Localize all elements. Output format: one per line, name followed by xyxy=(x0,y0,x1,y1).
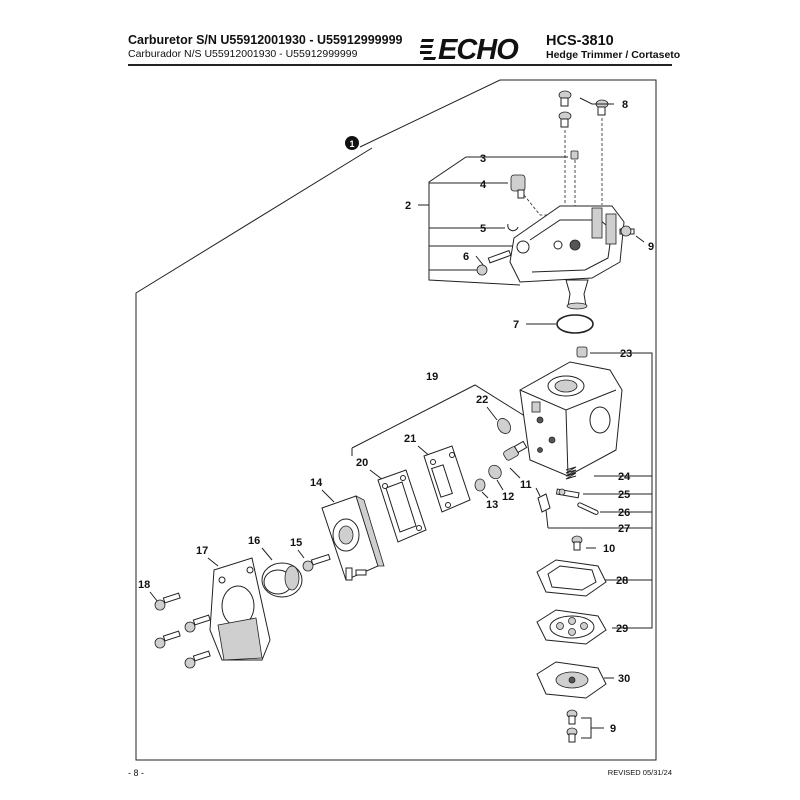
product-name: Hedge Trimmer / Cortaseto xyxy=(546,49,681,61)
header-left: Carburetor S/N U55912001930 - U559129999… xyxy=(128,33,402,61)
part-22-seal xyxy=(497,418,511,434)
part-30-cover xyxy=(536,661,607,699)
callout-14: 14 xyxy=(310,477,323,489)
leader-9-top xyxy=(635,235,645,243)
callout-18: 18 xyxy=(138,579,150,591)
part-9-top-screw xyxy=(619,225,635,237)
part-21-gasket xyxy=(423,445,471,513)
leader-11 xyxy=(509,467,521,479)
part-11-needle-valve xyxy=(503,440,528,461)
callout-2: 2 xyxy=(405,200,411,212)
header-right: HCS-3810 Hedge Trimmer / Cortaseto xyxy=(546,33,680,61)
part-25-lever xyxy=(555,488,580,499)
callout-7: 7 xyxy=(513,319,519,331)
assembly-outline xyxy=(135,79,657,761)
part-26-pin xyxy=(577,502,599,515)
callout-11: 11 xyxy=(520,479,532,491)
page-subtitle: Carburador N/S U55912001930 - U559129999… xyxy=(128,48,358,60)
callout-22: 22 xyxy=(476,394,488,406)
leader-20 xyxy=(369,469,384,481)
callout-9-bottom: 9 xyxy=(610,723,616,735)
part-18-screws xyxy=(154,592,211,669)
leader-13 xyxy=(481,491,489,499)
callout-15: 15 xyxy=(290,537,302,549)
part-16-primer-bulb xyxy=(261,562,303,598)
callout-9-top: 9 xyxy=(648,241,654,253)
callout-10: 10 xyxy=(603,543,615,555)
part-24-spring xyxy=(565,466,577,480)
part-17-cover xyxy=(209,557,271,661)
part-23-plug xyxy=(576,346,588,358)
bracket-9-bottom xyxy=(581,717,592,739)
assembly-marker xyxy=(345,136,359,150)
callout-19: 19 xyxy=(426,371,438,383)
callout-3: 3 xyxy=(480,153,486,165)
callout-25: 25 xyxy=(618,489,630,501)
callout-21: 21 xyxy=(404,433,416,445)
part-29-diaphragm xyxy=(536,609,607,645)
leader-17 xyxy=(207,557,219,567)
callout-5: 5 xyxy=(480,223,486,235)
bracket-right xyxy=(598,352,653,629)
leader-16 xyxy=(261,547,273,561)
leader-18 xyxy=(149,591,159,603)
model-number: HCS-3810 xyxy=(546,33,614,49)
part-12-washer xyxy=(488,464,502,480)
callout-6: 6 xyxy=(463,251,469,263)
leader-6 xyxy=(475,255,485,267)
callout-30: 30 xyxy=(618,673,630,685)
part-9-bottom-screws xyxy=(566,709,578,743)
callout-4: 4 xyxy=(480,179,487,191)
callout-28: 28 xyxy=(616,575,628,587)
part-20-diaphragm xyxy=(377,469,427,543)
part-7-o-ring xyxy=(556,314,594,334)
callout-27: 27 xyxy=(618,523,630,535)
callout-23: 23 xyxy=(620,348,632,360)
part-10-screw xyxy=(571,535,583,551)
bracket-19 xyxy=(351,384,529,449)
part-27-needle xyxy=(535,487,551,529)
bracket-2 xyxy=(428,156,521,286)
header-rule xyxy=(128,64,672,66)
part-28-gasket xyxy=(536,559,607,597)
part-13-cap xyxy=(474,478,486,492)
part-14-pump-body xyxy=(321,495,385,581)
callout-16: 16 xyxy=(248,535,260,547)
callout-12: 12 xyxy=(502,491,514,503)
leader-14 xyxy=(321,489,335,503)
part-8-screws xyxy=(558,90,609,205)
callout-20: 20 xyxy=(356,457,368,469)
leader-22 xyxy=(486,406,498,421)
callout-26: 26 xyxy=(618,507,630,519)
callout-8: 8 xyxy=(622,99,628,111)
echo-logo: ECHO xyxy=(420,34,520,61)
callout-24: 24 xyxy=(618,471,631,483)
callout-17: 17 xyxy=(196,545,208,557)
callout-29: 29 xyxy=(616,623,628,635)
part-4-knob xyxy=(510,174,526,192)
logo-wordmark: ECHO xyxy=(438,34,519,61)
callout-1: 1 xyxy=(349,139,354,149)
leader-8 xyxy=(579,97,614,105)
part-4-shaft xyxy=(517,189,525,199)
carburetor-body xyxy=(519,361,623,477)
page-title: Carburetor S/N U55912001930 - U559129999… xyxy=(128,33,403,47)
revision-date: REVISED 05/31/24 xyxy=(607,768,672,777)
leader-15 xyxy=(297,549,305,559)
part-15-screw xyxy=(302,553,331,572)
callout-13: 13 xyxy=(486,499,498,511)
part-6-screw xyxy=(476,249,512,276)
part-3-screw xyxy=(570,150,579,160)
page-number: - 8 - xyxy=(128,768,145,778)
part-5-clip xyxy=(507,223,519,232)
part-2-body xyxy=(509,205,625,310)
leader-12 xyxy=(496,479,504,491)
